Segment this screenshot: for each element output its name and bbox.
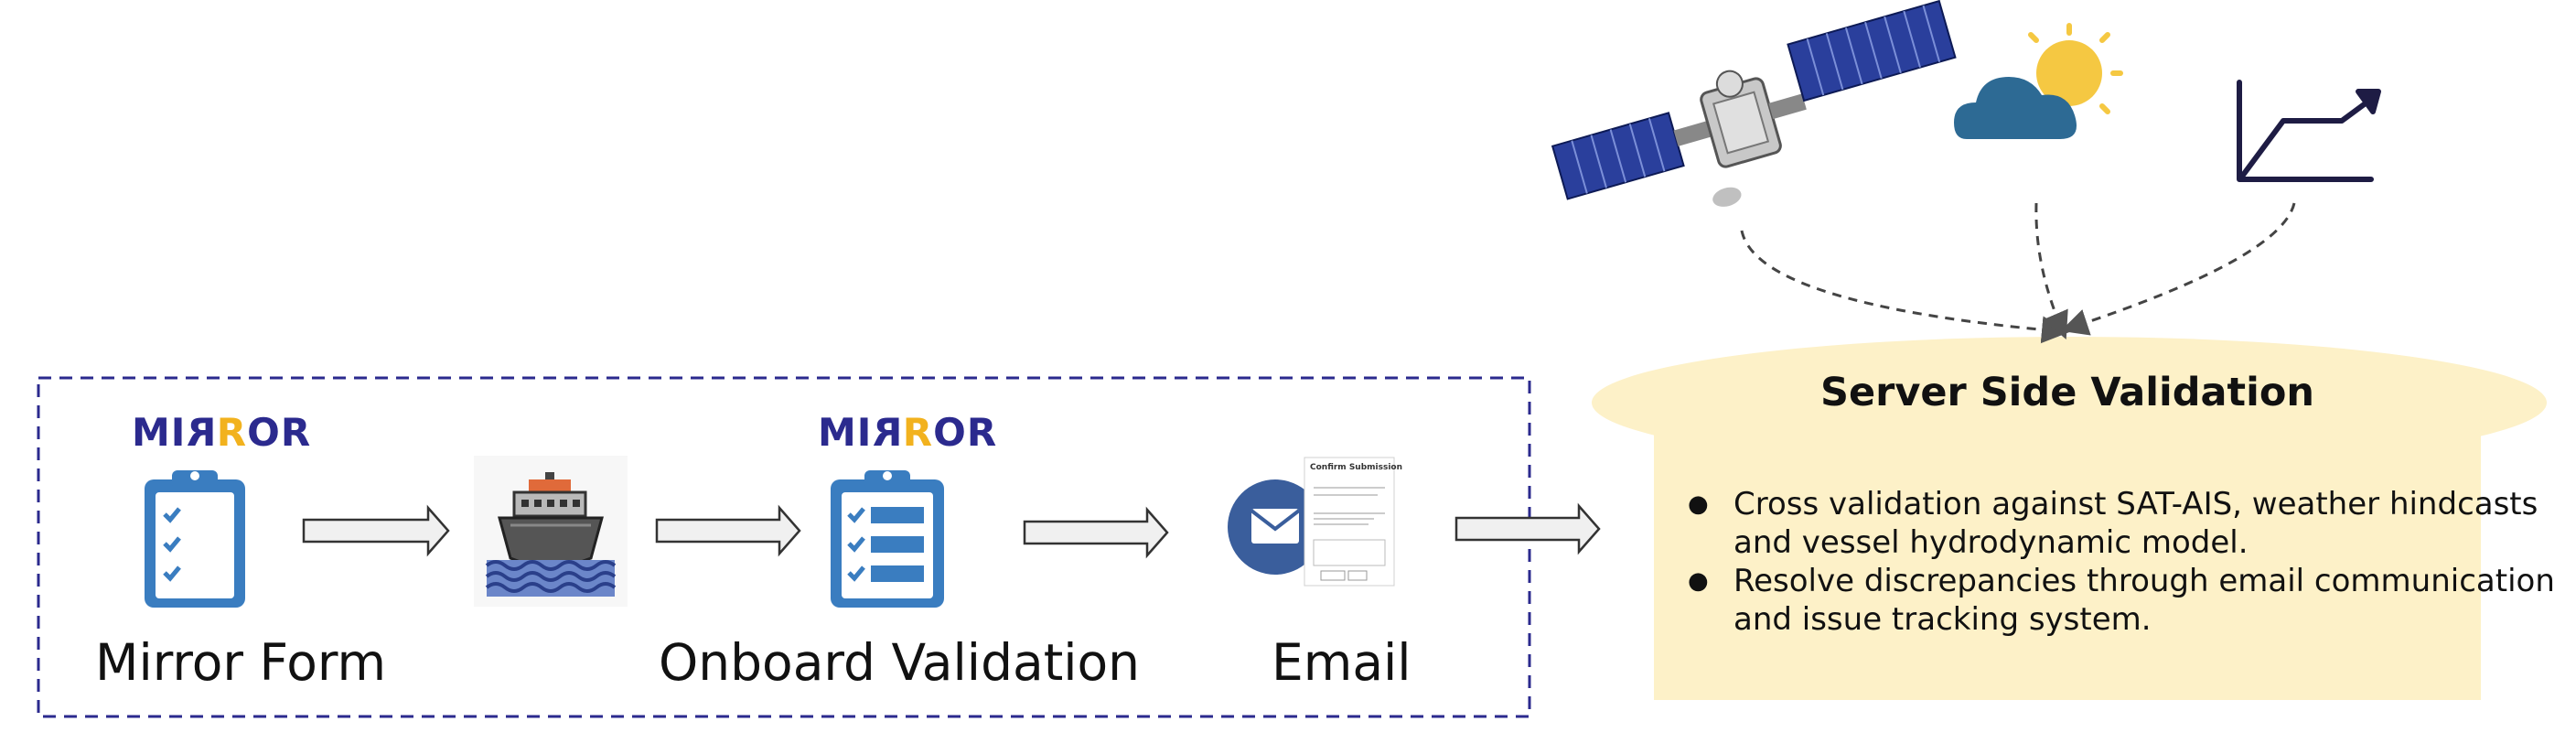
modal-title: Confirm Submission — [1310, 463, 1402, 472]
envelope-icon — [1228, 479, 1323, 575]
server-side-title: Server Side Validation — [1820, 370, 2314, 415]
confirm-submission-modal — [1304, 457, 1395, 587]
trend-chart-icon — [2237, 80, 2381, 182]
flow-arrow — [302, 504, 450, 557]
flow-arrow — [655, 504, 801, 557]
mirror-logo: MIRROR — [818, 410, 997, 455]
logo-text: OR — [247, 410, 312, 455]
logo-text: MI — [132, 410, 187, 455]
satellite-icon — [1551, 0, 1957, 207]
server-side-bullets: Cross validation against SAT-AIS, weathe… — [1688, 485, 2576, 639]
label-mirror-form: Mirror Form — [95, 633, 387, 692]
clipboard-check-icon — [145, 470, 245, 608]
logo-text: R — [186, 410, 217, 455]
mirror-logo: MIRROR — [132, 410, 311, 455]
flow-arrow — [1023, 506, 1169, 559]
logo-text: R — [872, 410, 903, 455]
process-boundary-box — [37, 376, 1531, 718]
logo-text: R — [902, 410, 934, 455]
bullet-item: Resolve discrepancies through email comm… — [1688, 562, 2576, 639]
logo-text: R — [216, 410, 248, 455]
cloud-sun-icon — [1954, 23, 2123, 139]
logo-text: OR — [933, 410, 998, 455]
label-onboard-validation: Onboard Validation — [659, 633, 1141, 692]
flow-arrow — [1454, 502, 1601, 555]
bullet-item: Cross validation against SAT-AIS, weathe… — [1688, 485, 2576, 562]
clipboard-list-icon — [831, 470, 944, 608]
data-flow-arrow — [1740, 202, 2296, 344]
ship-icon — [474, 456, 628, 607]
label-email: Email — [1272, 633, 1411, 692]
logo-text: MI — [818, 410, 873, 455]
